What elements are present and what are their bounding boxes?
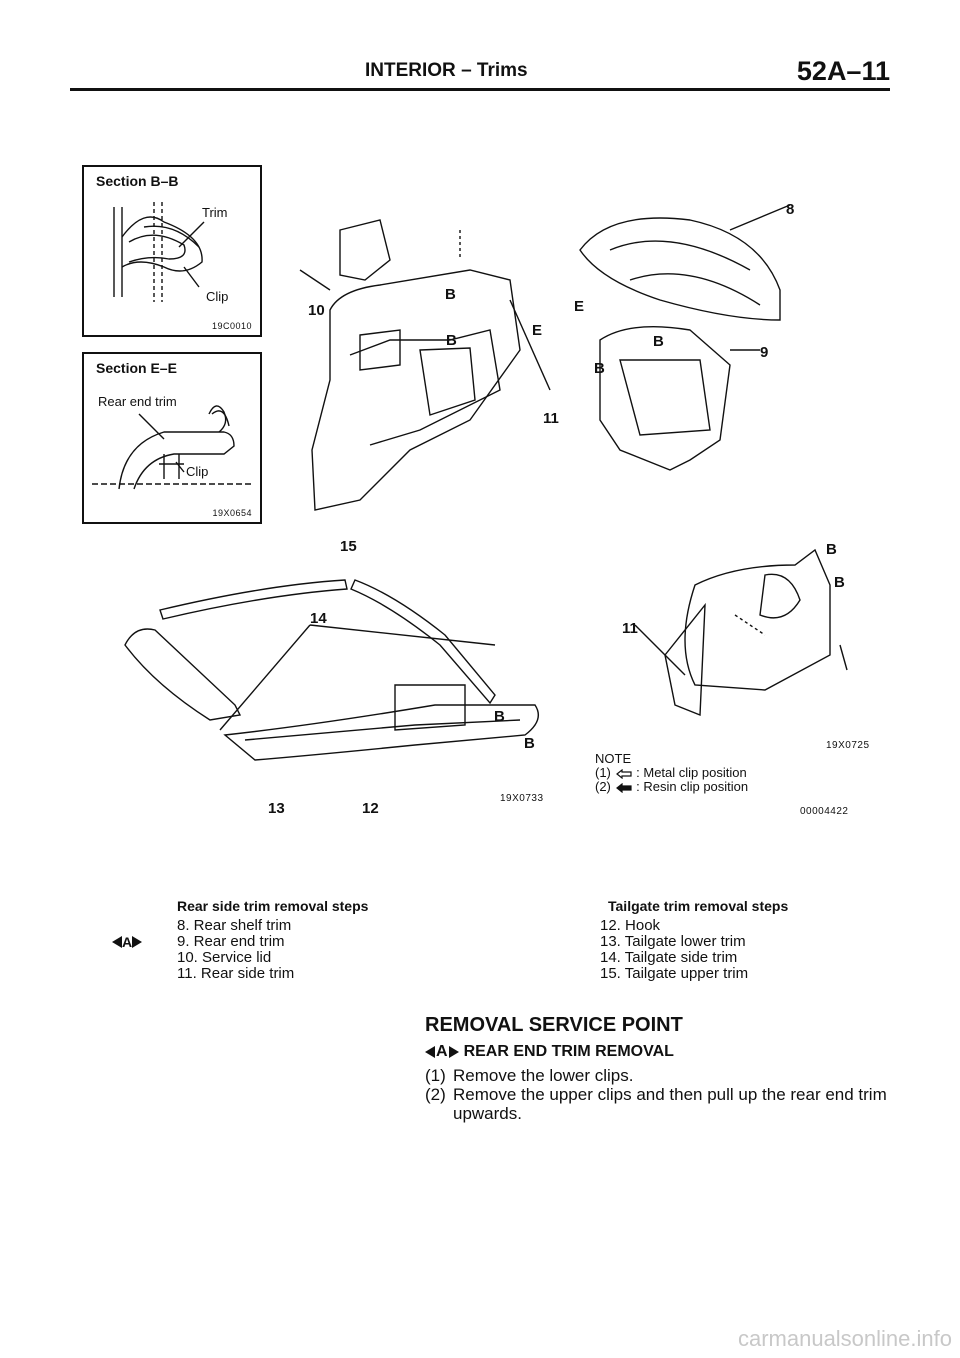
callout-b-5: B [826,541,837,558]
left-arrow-icon [425,1046,435,1058]
section-ee-title: Section E–E [96,360,177,376]
list-item: 13. Tailgate lower trim [600,933,746,950]
callout-12: 12 [362,800,379,817]
header-subsection: Trims [476,60,528,81]
service-marker-a-label: A [122,934,133,950]
list-item: 10. Service lid [177,949,272,966]
section-bb-label-trim: Trim [202,205,228,220]
callout-b-2: B [446,332,457,349]
service-marker-a: A [112,934,143,950]
figure-code-overall: 00004422 [800,806,849,817]
footer-watermark: carmanualsonline.info [737,1326,952,1351]
list-item: (1) Remove the lower clips. [425,1066,905,1085]
note-item-resin-num: (2) [595,779,611,794]
callout-8: 8 [786,201,795,218]
note-block: NOTE (1) : Metal clip position (2) : Res… [595,752,748,794]
callout-b-1: B [445,286,456,303]
section-bb-title: Section B–B [96,173,179,189]
service-point-marker-label: A [436,1043,448,1060]
note-item-resin: (2) : Resin clip position [595,780,748,794]
list-item: (2) Remove the upper clips and then pull… [425,1085,905,1123]
list-item: 12. Hook [600,917,661,934]
section-bb-code: 19C0010 [211,321,252,331]
callout-9: 9 [760,344,769,361]
callout-b-4: B [594,360,605,377]
section-ee-code: 19X0654 [212,508,252,518]
page-number: 52A–11 [796,56,890,86]
tailgate-steps-title: Tailgate trim removal steps [608,898,789,914]
callout-b-8: B [524,735,535,752]
section-ee-label-rear-end-trim: Rear end trim [98,394,177,409]
note-title: NOTE [595,751,632,766]
rear-side-trim-detail-illustration [634,548,848,717]
header-separator: – [461,60,472,81]
note-item-metal-num: (1) [595,765,611,780]
list-item: 14. Tailgate side trim [600,949,738,966]
callout-e-1: E [574,298,585,315]
rear-side-trim-illustration [299,204,791,511]
section-ee-label-clip: Clip [186,464,209,479]
left-arrow-icon [112,936,122,948]
callout-11-lower: 11 [622,620,638,637]
service-point-subheading: A REAR END TRIM REMOVAL [425,1043,674,1061]
step-number: (1) [425,1066,446,1085]
step-text: Remove the upper clips and then pull up … [453,1085,887,1123]
tailgate-steps-list: 12. Hook 13. Tailgate lower trim 14. Tai… [600,918,748,982]
note-item-resin-text: : Resin clip position [636,779,749,794]
note-item-metal-text: : Metal clip position [636,765,747,780]
callout-10: 10 [308,302,325,319]
callout-b-3: B [653,333,664,350]
callout-11-upper: 11 [543,410,559,427]
callout-14: 14 [310,610,327,627]
service-point-subheading-text: REAR END TRIM REMOVAL [463,1043,674,1060]
section-ee-drawing [92,405,254,490]
callout-e-2: E [532,322,543,339]
metal-clip-icon [615,768,632,779]
figure-code-right: 19X0725 [826,740,870,751]
right-arrow-icon [132,936,143,948]
section-bb-inset: Section B–B Trim Clip 19C0010 [82,165,262,337]
tailgate-trim-illustration [124,579,539,761]
callout-b-6: B [834,574,845,591]
figure-code-left: 19X0733 [500,793,544,804]
header-rule [70,88,890,91]
list-item: 8. Rear shelf trim [177,917,292,934]
callout-13: 13 [268,800,285,817]
rear-side-steps-title: Rear side trim removal steps [177,898,369,914]
rear-side-steps-list: 8. Rear shelf trim 9. Rear end trim 10. … [177,918,294,982]
list-item: 15. Tailgate upper trim [600,965,749,982]
section-bb-label-clip: Clip [206,289,229,304]
section-bb-drawing [113,202,205,302]
service-point-steps: (1) Remove the lower clips. (2) Remove t… [425,1066,905,1123]
callout-15: 15 [340,538,357,555]
callout-b-7: B [494,708,505,725]
step-number: (2) [425,1085,446,1104]
right-arrow-icon [448,1046,459,1058]
service-point-heading: REMOVAL SERVICE POINT [425,1014,683,1036]
header-section: INTERIOR [365,60,456,81]
section-ee-inset: Section E–E Rear end trim Clip 19X0654 [82,352,262,524]
list-item: 9. Rear end trim [177,933,285,950]
note-item-metal: (1) : Metal clip position [595,766,748,780]
step-text: Remove the lower clips. [453,1066,634,1085]
list-item: 11. Rear side trim [177,965,295,982]
resin-clip-icon [615,782,632,793]
page-header-title: INTERIOR – Trims [365,60,528,82]
